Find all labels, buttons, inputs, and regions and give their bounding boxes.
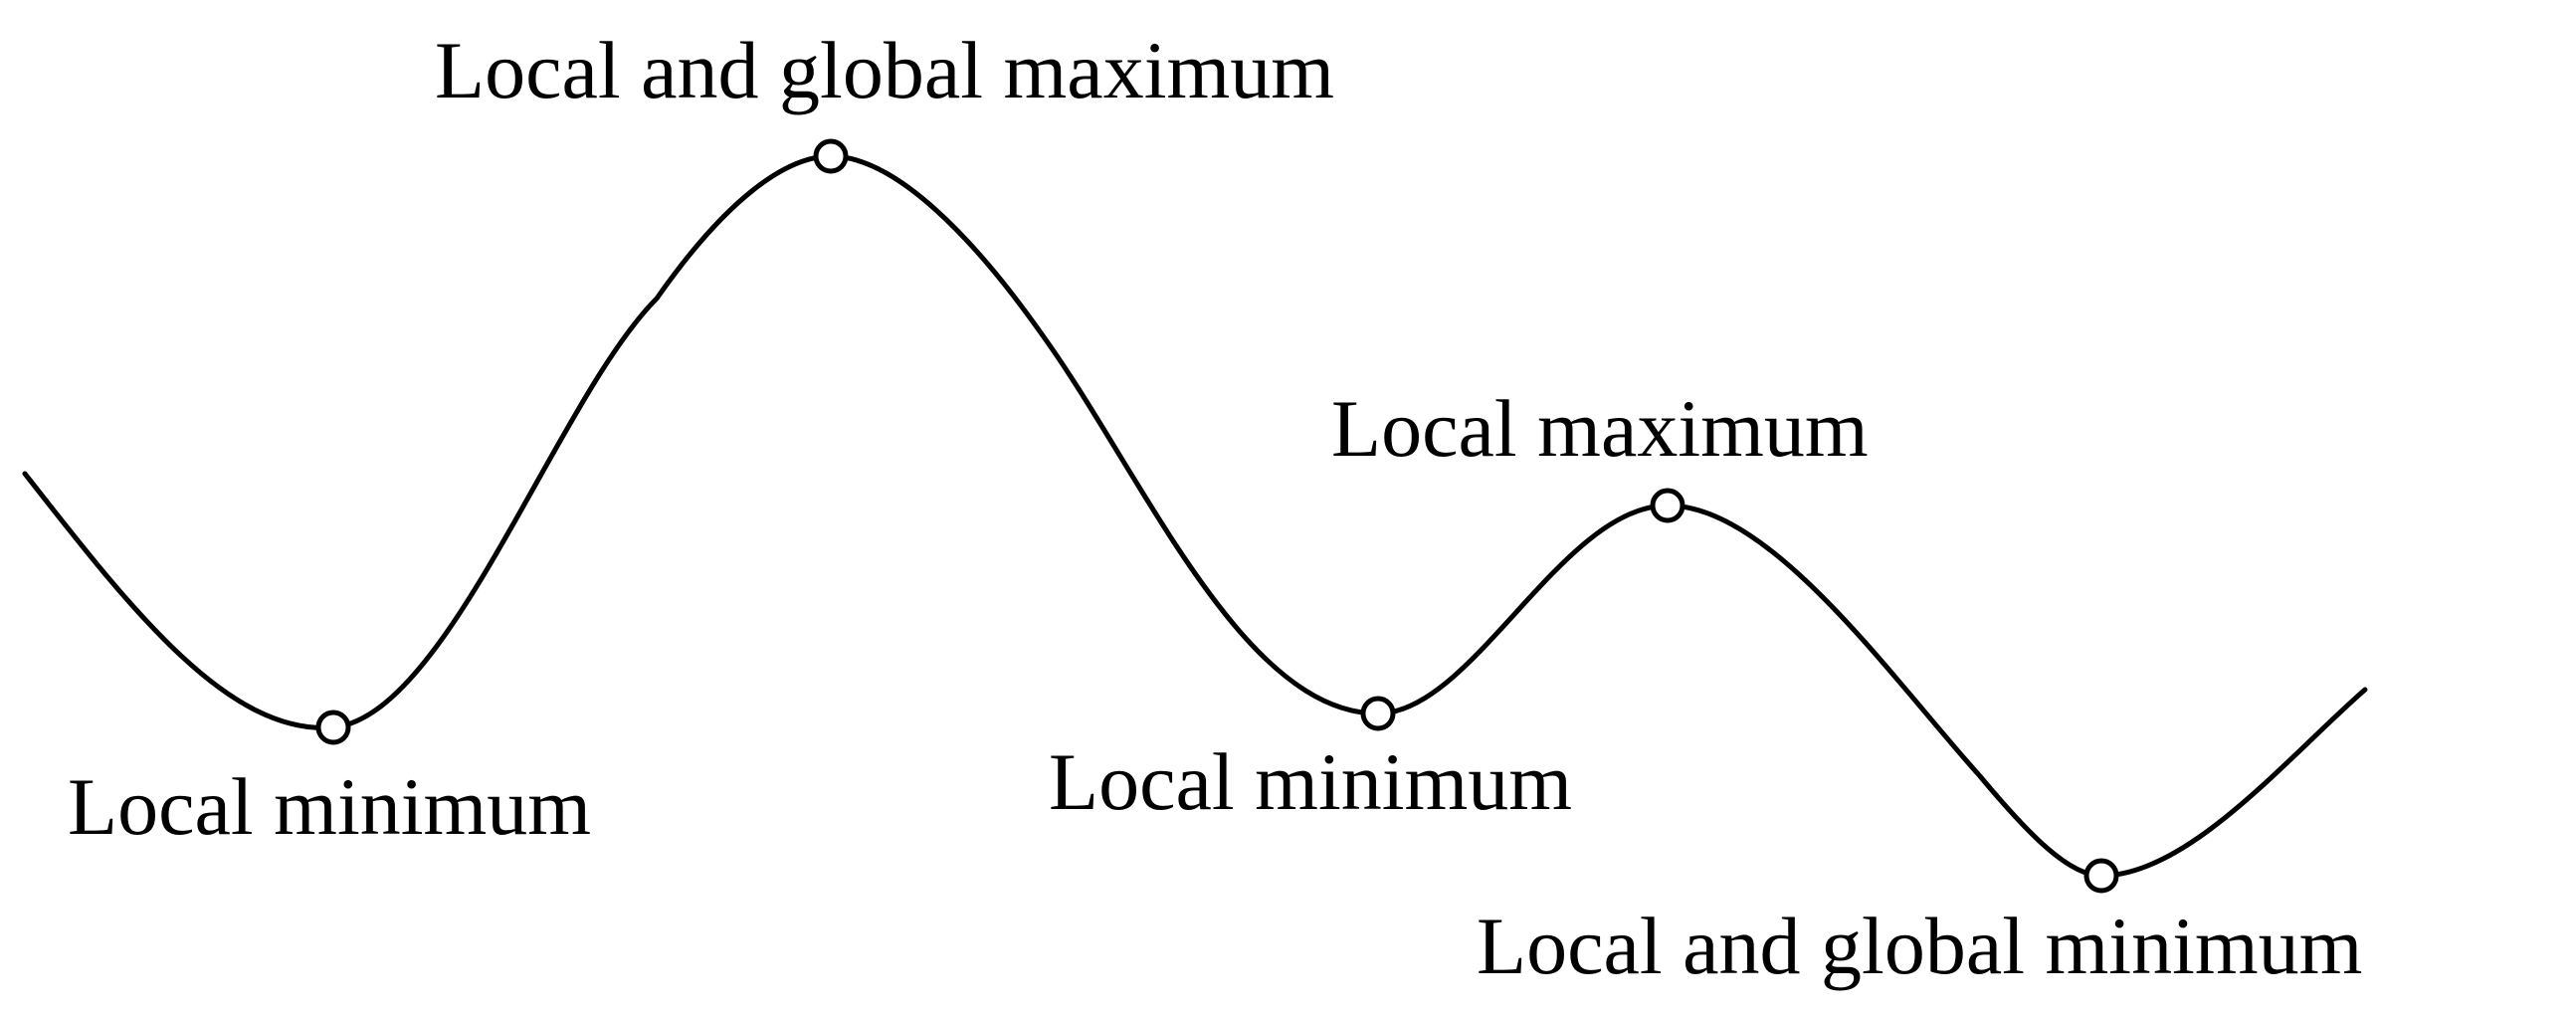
local-max-marker-icon (1650, 488, 1685, 523)
label-local-minimum-2: Local minimum (1049, 736, 1573, 827)
local-min-2-marker-icon (1360, 696, 1396, 731)
label-local-maximum: Local maximum (1331, 383, 1869, 474)
global-max-marker-icon (813, 138, 849, 174)
label-local-and-global-maximum: Local and global maximum (435, 25, 1335, 115)
local-min-1-marker-icon (315, 710, 351, 745)
extremum-markers (315, 138, 2119, 894)
label-local-minimum-1: Local minimum (68, 761, 592, 852)
label-local-and-global-minimum: Local and global minimum (1477, 901, 2363, 991)
global-min-marker-icon (2083, 858, 2119, 894)
function-curve (22, 153, 2368, 879)
